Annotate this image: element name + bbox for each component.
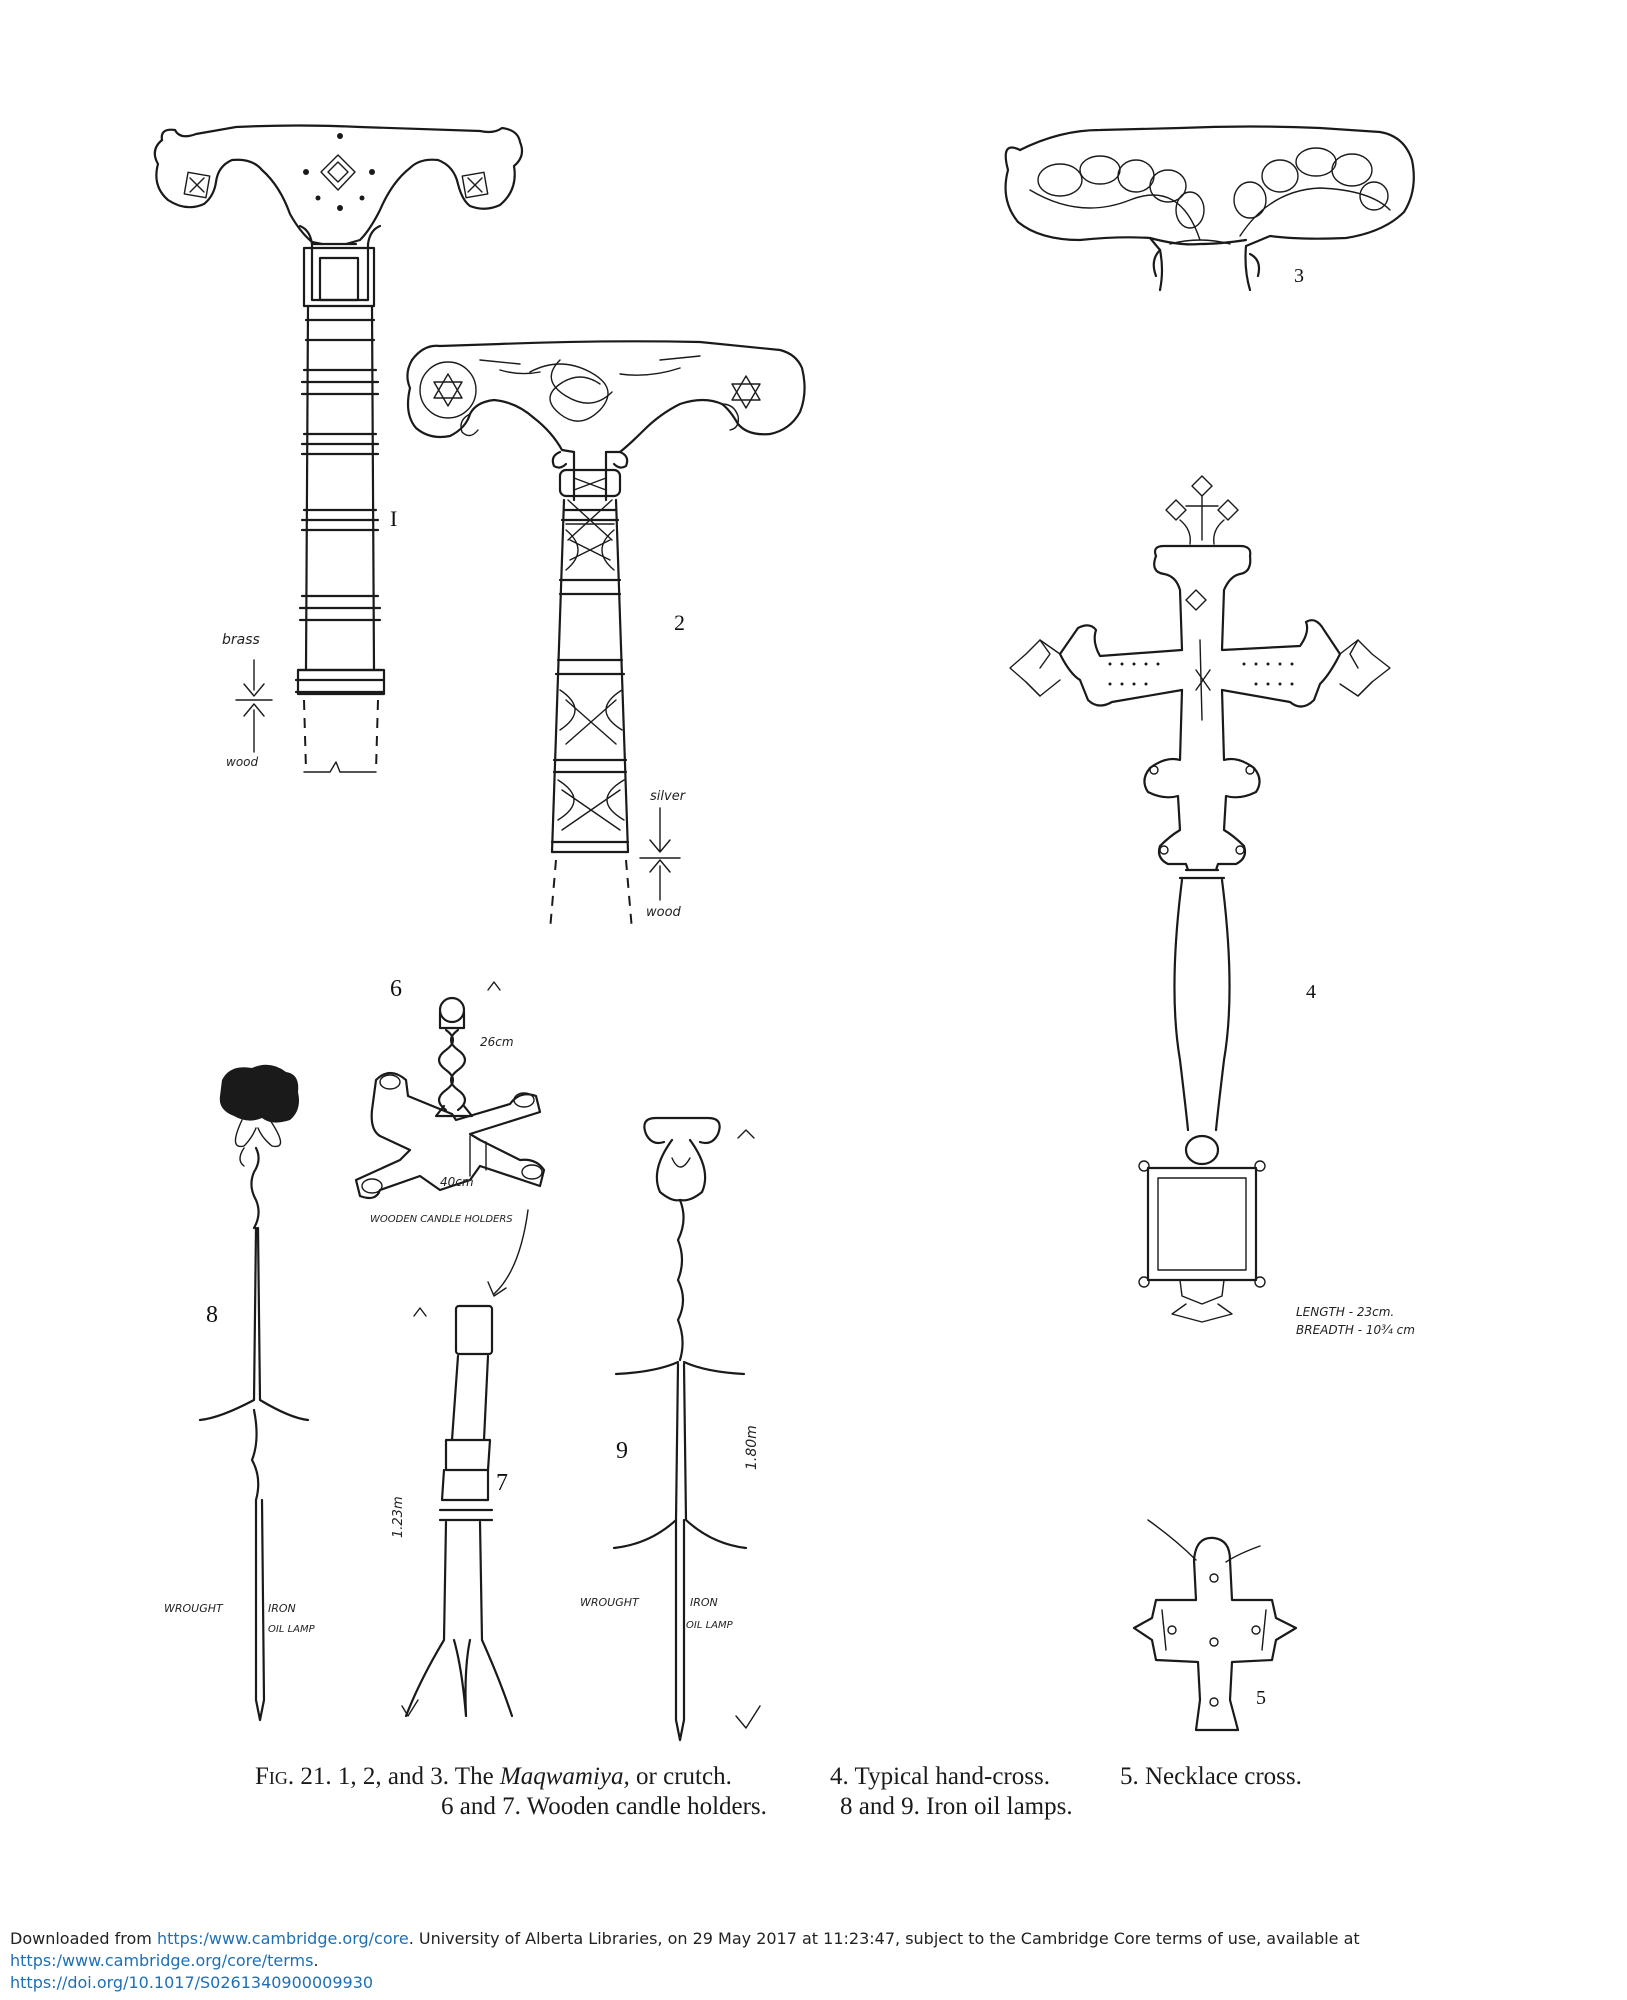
caption-item-123-prefix: 1, 2, and 3. The <box>337 1763 494 1790</box>
annotation-lamp9-oil: OIL LAMP <box>686 1620 734 1631</box>
annotation-breadth: BREADTH - 10¾ cm <box>1296 1323 1415 1337</box>
figure-number-7: 7 <box>496 1470 508 1496</box>
caption-term-maqwamiya: Maqwamiya, <box>499 1763 630 1790</box>
footer-doi-link[interactable]: https://doi.org/10.1017/S026134090000993… <box>10 1973 374 1992</box>
footer-line-2: https://doi.org/10.1017/S026134090000993… <box>10 1972 1610 1994</box>
annotation-lamp8-oil: OIL LAMP <box>268 1624 316 1635</box>
download-footer: Downloaded from https:/www.cambridge.org… <box>10 1928 1610 1994</box>
figure-number-6: 6 <box>390 976 402 1002</box>
annotation-height-7: 1.23m <box>391 1496 406 1538</box>
caption-item-123-suffix: or crutch. <box>636 1763 732 1790</box>
annotation-wood-1: wood <box>226 755 258 769</box>
annotation-length: LENGTH - 23cm. <box>1296 1305 1394 1319</box>
footer-prefix: Downloaded from <box>10 1929 152 1948</box>
caption-line-2: 6 and 7. Wooden candle holders. 8 and 9.… <box>255 1792 1395 1822</box>
footer-end: . <box>313 1951 319 1970</box>
candle-holder-7-drawing <box>404 1304 514 1718</box>
annotation-brass: brass <box>222 632 260 648</box>
annotation-arrow-6-to-7 <box>487 1209 529 1297</box>
annotation-lamp9-wrought: WROUGHT <box>580 1596 640 1609</box>
figure-label: Fig. 21. <box>255 1763 332 1790</box>
caption-item-89: 8 and 9. Iron oil lamps. <box>840 1793 1073 1820</box>
figure-plate: I brass wood <box>153 124 1415 1742</box>
necklace-cross-5-drawing <box>1132 1519 1298 1732</box>
footer-middle: . University of Alberta Libraries, on 29… <box>408 1929 1360 1948</box>
annotation-candle-holders: WOODEN CANDLE HOLDERS <box>370 1214 513 1225</box>
figure-number-3: 3 <box>1294 265 1304 287</box>
figure-number-2: 2 <box>674 610 685 635</box>
annotation-wood-2: wood <box>646 905 682 920</box>
annotation-size-26: 26cm <box>480 1035 514 1049</box>
figure-number-1: I <box>390 506 397 531</box>
candle-holder-6-drawing <box>354 996 546 1200</box>
annotation-height-9: 1.80m <box>744 1425 760 1470</box>
footer-line-1: Downloaded from https:/www.cambridge.org… <box>10 1928 1610 1972</box>
oil-lamp-9-drawing <box>612 1116 748 1742</box>
crutch-3-drawing <box>1004 125 1415 292</box>
caption-item-4: 4. Typical hand-cross. <box>830 1763 1050 1790</box>
figure-number-9: 9 <box>616 1438 628 1464</box>
annotation-silver: silver <box>650 789 687 804</box>
caption-item-67: 6 and 7. Wooden candle holders. <box>441 1793 767 1820</box>
annotation-lamp8-wrought: WROUGHT <box>164 1602 224 1615</box>
footer-terms-link[interactable]: https:/www.cambridge.org/core/terms <box>10 1951 314 1970</box>
caption-line-1: Fig. 21. 1, 2, and 3. The Maqwamiya, or … <box>255 1762 1395 1792</box>
figure-number-4: 4 <box>1306 981 1316 1003</box>
oil-lamp-8-drawing <box>198 1064 310 1722</box>
annotation-lamp9-iron: IRON <box>690 1596 718 1609</box>
crutch-2-drawing <box>406 340 806 931</box>
hand-cross-4-drawing <box>1009 475 1391 1323</box>
caption-item-5: 5. Necklace cross. <box>1120 1763 1302 1790</box>
annotation-lamp8-iron: IRON <box>268 1602 296 1615</box>
figure-number-8: 8 <box>206 1302 218 1328</box>
footer-core-link[interactable]: https:/www.cambridge.org/core <box>156 1929 409 1948</box>
figure-number-5: 5 <box>1256 1687 1266 1709</box>
crutch-1-drawing <box>153 124 524 773</box>
figure-caption: Fig. 21. 1, 2, and 3. The Maqwamiya, or … <box>255 1762 1395 1822</box>
annotation-size-40: 40cm <box>440 1175 474 1189</box>
orientation-marks <box>401 981 761 1729</box>
